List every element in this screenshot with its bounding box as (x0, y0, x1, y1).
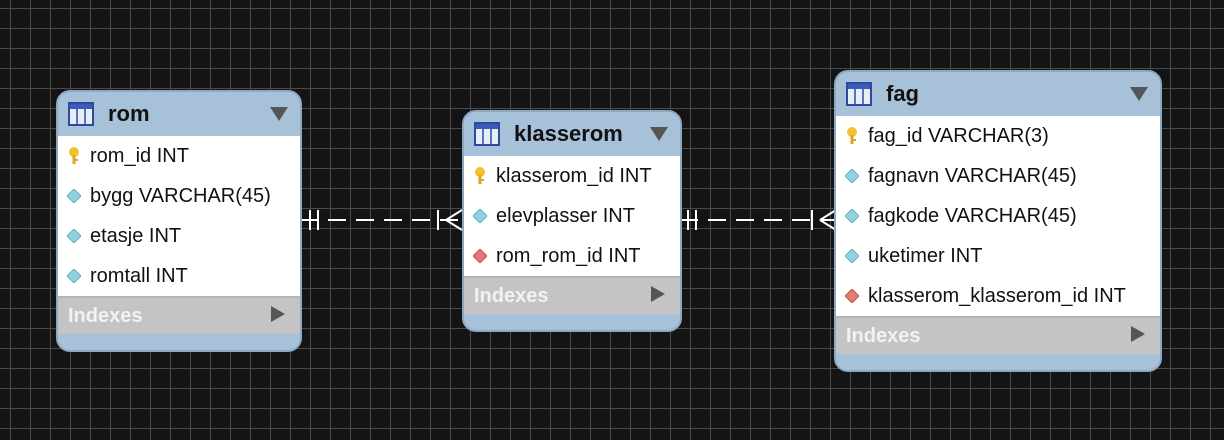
indexes-section[interactable]: Indexes (836, 316, 1160, 354)
column-row[interactable]: klasserom_klasserom_id INT (836, 276, 1160, 316)
table-footer (58, 334, 300, 350)
table-footer (836, 354, 1160, 370)
column-row[interactable]: fagkode VARCHAR(45) (836, 196, 1160, 236)
indexes-label: Indexes (474, 284, 549, 307)
table-icon (68, 102, 94, 126)
table-title: rom (108, 101, 150, 126)
table-rom[interactable]: rom rom_id INT bygg VARCHAR(45) etasje I… (56, 90, 302, 352)
primary-key-icon (844, 126, 860, 146)
table-fag[interactable]: fag fag_id VARCHAR(3) fagnavn VARCHAR(45… (834, 70, 1162, 372)
column-list: fag_id VARCHAR(3) fagnavn VARCHAR(45) fa… (836, 116, 1160, 316)
column-diamond-icon (844, 246, 860, 266)
table-header[interactable]: rom (58, 92, 300, 136)
column-diamond-icon (844, 206, 860, 226)
column-diamond-icon (472, 206, 488, 226)
column-label: uketimer INT (868, 244, 983, 267)
expand-arrow-icon[interactable] (1130, 325, 1146, 348)
foreign-key-diamond-icon (472, 246, 488, 266)
expand-arrow-icon[interactable] (270, 305, 286, 328)
column-list: rom_id INT bygg VARCHAR(45) etasje INT r… (58, 136, 300, 296)
column-diamond-icon (66, 266, 82, 286)
indexes-section[interactable]: Indexes (464, 276, 680, 314)
column-list: klasserom_id INT elevplasser INT rom_rom… (464, 156, 680, 276)
table-title: klasserom (514, 121, 623, 146)
indexes-section[interactable]: Indexes (58, 296, 300, 334)
column-diamond-icon (66, 226, 82, 246)
table-icon (474, 122, 500, 146)
column-label: fagnavn VARCHAR(45) (868, 164, 1077, 187)
column-row[interactable]: klasserom_id INT (464, 156, 680, 196)
collapse-arrow-icon[interactable] (648, 124, 670, 144)
column-diamond-icon (844, 166, 860, 186)
table-icon (846, 82, 872, 106)
relationship-klasserom-fag[interactable] (680, 209, 837, 231)
column-row[interactable]: rom_rom_id INT (464, 236, 680, 276)
table-header[interactable]: klasserom (464, 112, 680, 156)
primary-key-icon (472, 166, 488, 186)
column-label: rom_rom_id INT (496, 244, 641, 267)
relationship-rom-klasserom[interactable] (300, 209, 463, 231)
column-row[interactable]: elevplasser INT (464, 196, 680, 236)
column-row[interactable]: fag_id VARCHAR(3) (836, 116, 1160, 156)
column-label: elevplasser INT (496, 204, 635, 227)
column-label: klasserom_id INT (496, 164, 652, 187)
collapse-arrow-icon[interactable] (268, 104, 290, 124)
column-row[interactable]: romtall INT (58, 256, 300, 296)
table-footer (464, 314, 680, 330)
column-label: etasje INT (90, 224, 182, 247)
column-row[interactable]: etasje INT (58, 216, 300, 256)
column-label: bygg VARCHAR(45) (90, 184, 271, 207)
column-label: klasserom_klasserom_id INT (868, 284, 1126, 307)
table-klasserom[interactable]: klasserom klasserom_id INT elevplasser I… (462, 110, 682, 332)
indexes-label: Indexes (846, 324, 921, 347)
indexes-label: Indexes (68, 304, 143, 327)
column-label: rom_id INT (90, 144, 189, 167)
column-row[interactable]: uketimer INT (836, 236, 1160, 276)
table-header[interactable]: fag (836, 72, 1160, 116)
column-diamond-icon (66, 186, 82, 206)
column-row[interactable]: rom_id INT (58, 136, 300, 176)
foreign-key-diamond-icon (844, 286, 860, 306)
primary-key-icon (66, 146, 82, 166)
column-label: fagkode VARCHAR(45) (868, 204, 1077, 227)
table-title: fag (886, 81, 919, 106)
column-label: romtall INT (90, 264, 188, 287)
column-row[interactable]: bygg VARCHAR(45) (58, 176, 300, 216)
column-label: fag_id VARCHAR(3) (868, 124, 1049, 147)
column-row[interactable]: fagnavn VARCHAR(45) (836, 156, 1160, 196)
expand-arrow-icon[interactable] (650, 285, 666, 308)
collapse-arrow-icon[interactable] (1128, 84, 1150, 104)
